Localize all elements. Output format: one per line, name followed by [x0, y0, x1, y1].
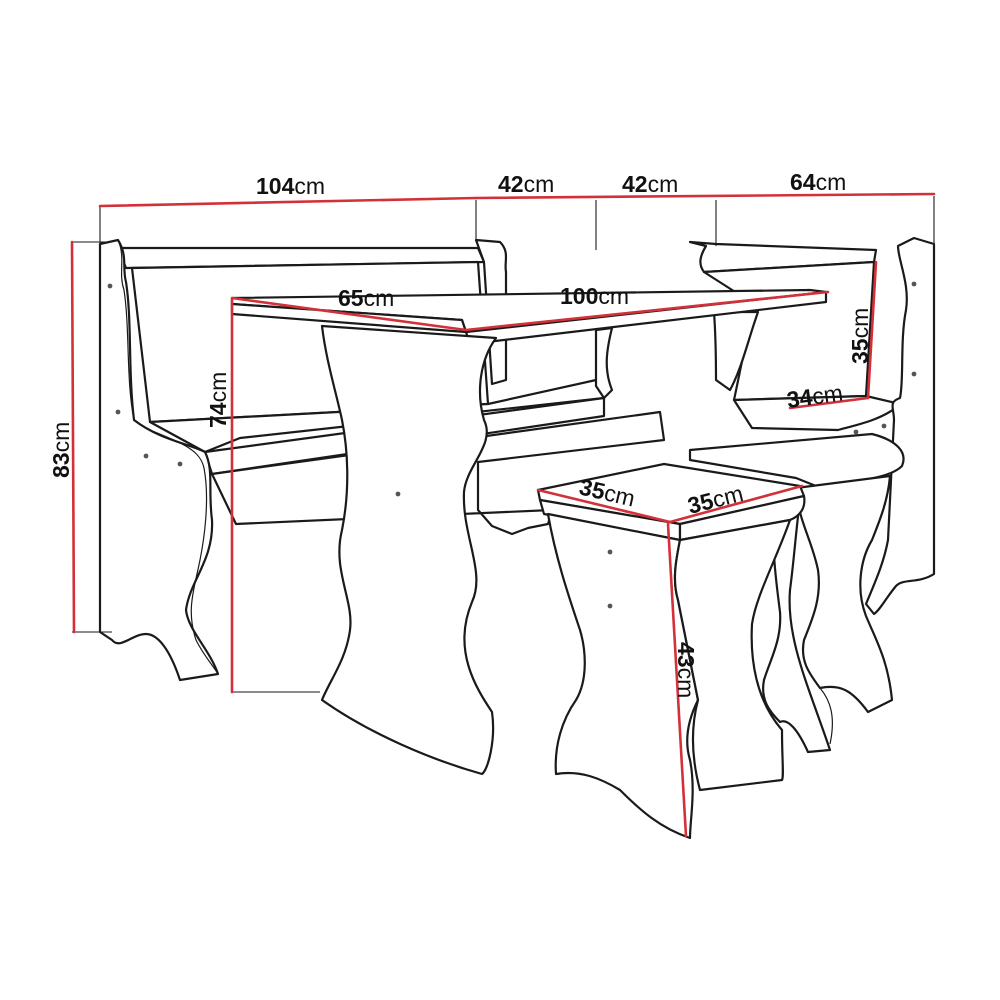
label-corner-right: 42cm — [622, 171, 678, 197]
label-bench-length: 104cm — [256, 173, 325, 199]
label-table-height: 74cm — [205, 372, 231, 428]
label-table-length: 100cm — [560, 283, 629, 309]
label-seat-depth: 34cm — [785, 379, 844, 413]
stool-front — [536, 462, 806, 840]
dimension-lines — [70, 192, 936, 838]
dimension-labels: 104cm 42cm 42cm 64cm 65cm 100cm 83cm 74c… — [48, 169, 873, 698]
stool-back — [688, 432, 905, 754]
label-bench-height: 83cm — [48, 422, 74, 478]
label-stool-width: 35cm — [685, 480, 746, 519]
label-stool-height: 43cm — [673, 642, 699, 698]
label-corner-left: 42cm — [498, 171, 554, 197]
label-stool-depth: 35cm — [577, 474, 638, 512]
label-seat-back-height: 35cm — [847, 308, 873, 364]
table — [230, 288, 828, 776]
label-bench-short-length: 64cm — [790, 169, 846, 195]
label-table-depth: 65cm — [338, 285, 394, 311]
